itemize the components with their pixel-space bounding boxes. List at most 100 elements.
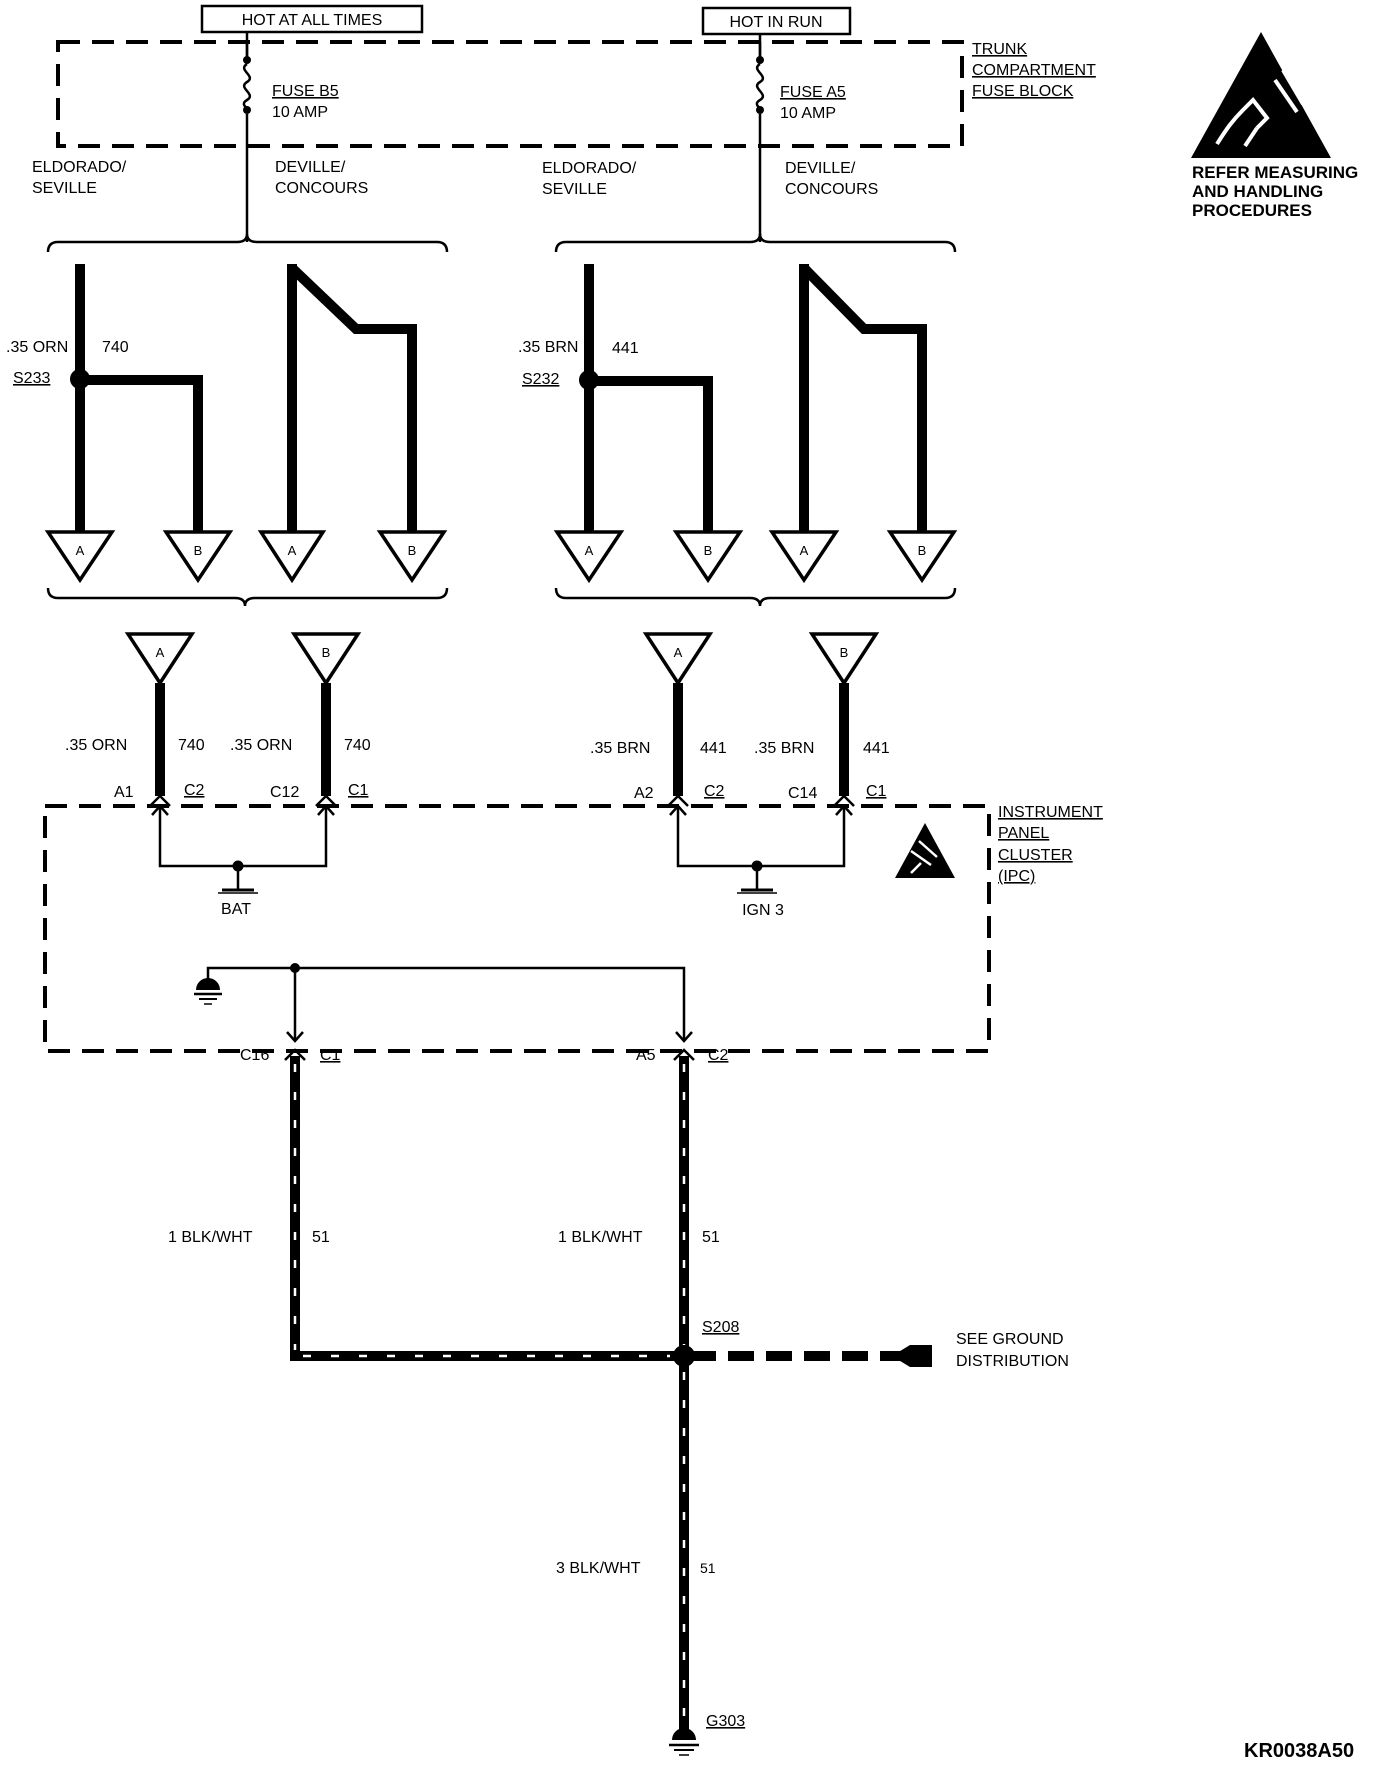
svg-text:B: B [408,543,417,558]
circuit-441-label-b: 441 [863,740,890,757]
option-bracket-bottom-left [46,587,449,607]
option-connector-b-2: B [376,530,448,584]
svg-text:B: B [840,645,849,660]
connector-c1-label-a: C1 [348,782,369,799]
ipc-ign3-circuit [669,804,853,894]
splice-s233-dot [70,369,90,389]
fuse-b5 [242,42,252,146]
fuse-b5-label: FUSE B5 [272,83,339,100]
ipc-ground-circuit [206,963,693,1043]
instrument-panel-cluster-box [43,804,991,1053]
ground-g303-label: G303 [706,1713,745,1730]
svg-text:A: A [288,543,297,558]
option-connector-a-2: A [257,530,327,584]
svg-text:B: B [322,645,331,660]
splice-s233-label: S233 [13,370,50,387]
concours-label-right: CONCOURS [785,181,878,198]
option-connector-a-3: A [553,530,625,584]
wire-label-35-orn-a: .35 ORN [65,737,127,754]
common-connector-a-right: A [642,632,714,687]
splice-s232-dot [579,370,599,390]
seville-label-left: SEVILLE [32,180,97,197]
option-bracket-top-left [46,233,449,253]
ipc-pin-chevrons-top [149,794,855,807]
esd-warning-icon-large [1191,32,1331,158]
pin-c14-label: C14 [788,785,817,802]
circuit-740-label-a: 740 [178,737,205,754]
circuit-51-label-a: 51 [312,1229,330,1246]
option-connector-b-1: B [162,530,234,584]
pin-c12-label: C12 [270,784,299,801]
ipc-label-2: PANEL [998,825,1049,842]
circuit-51-label-b: 51 [702,1229,720,1246]
fuse-a5-rating: 10 AMP [780,105,836,122]
circuit-441-label-a: 441 [700,740,727,757]
option-bracket-top-right [554,233,957,253]
hot-in-run-label: HOT IN RUN [729,14,822,31]
svg-text:A: A [800,543,809,558]
common-connector-b-left: B [290,632,362,687]
connector-c1-label-b: C1 [866,783,887,800]
wire-label-1-blkwht-b: 1 BLK/WHT [558,1229,643,1246]
ipc-label-4: (IPC) [998,868,1035,885]
pin-a5-label: A5 [636,1047,656,1064]
see-ground-distribution-arrow [690,1345,932,1367]
common-connector-a-left: A [124,632,196,687]
circuit-441-label-top: 441 [612,340,639,357]
circuit-740-label-b: 740 [344,737,371,754]
ipc-bat-circuit [151,804,335,894]
wire-label-35-brn-b: .35 BRN [754,740,814,757]
splice-s208-dot [673,1345,695,1367]
fuse-block-label-2: COMPARTMENT [972,62,1096,79]
ipc-feed-wires [155,683,849,796]
option-bracket-bottom-right [554,587,957,607]
pin-a2-label: A2 [634,785,654,802]
splice-s208-label: S208 [702,1319,739,1336]
bat-label: BAT [221,901,251,918]
connector-c1-label-c: C1 [320,1047,341,1064]
ground-g303-icon [669,1728,699,1756]
connector-c2-label-b: C2 [704,783,725,800]
fuse-block-label-1: TRUNK [972,41,1027,58]
circuit-740-label-top: 740 [102,339,129,356]
ground-wire-51-c16 [290,1056,680,1361]
esd-note-line-2: AND HANDLING [1192,182,1323,201]
hot-in-run-box [701,6,852,36]
svg-text:B: B [918,543,927,558]
circuit-51-label-c: 51 [700,1560,716,1576]
svg-text:A: A [585,543,594,558]
fuse-block-label-3: FUSE BLOCK [972,83,1074,100]
circuit-441-options [584,264,927,532]
deville-label-left-1: DEVILLE/ [275,159,346,176]
svg-text:B: B [704,543,713,558]
option-connector-b-4: B [886,530,958,584]
wire-label-35-orn-b: .35 ORN [230,737,292,754]
hot-at-all-times-label: HOT AT ALL TIMES [242,12,383,29]
concours-label-left: CONCOURS [275,180,368,197]
ground-icon [194,978,222,1005]
option-connector-a-4: A [768,530,840,584]
wire-label-35-orn-top: .35 ORN [6,339,68,356]
fuse-a5-label: FUSE A5 [780,84,846,101]
eldorado-label-right-1: ELDORADO/ [542,160,637,177]
pin-a1-label: A1 [114,784,134,801]
eldorado-label-left-1: ELDORADO/ [32,159,127,176]
wire-label-1-blkwht-a: 1 BLK/WHT [168,1229,253,1246]
svg-text:B: B [194,543,203,558]
circuit-740-options [75,264,417,532]
fuse-a5 [755,42,765,146]
connector-c2-label-a: C2 [184,782,205,799]
common-connector-b-right: B [808,632,880,687]
wire-label-35-brn-top: .35 BRN [518,339,578,356]
esd-note-line-3: PROCEDURES [1192,201,1312,220]
wire-label-3-blkwht: 3 BLK/WHT [556,1560,641,1577]
splice-s232-label: S232 [522,371,559,388]
hot-at-all-times-box [200,4,424,34]
connector-c2-label-c: C2 [708,1047,729,1064]
esd-note-line-1: REFER MEASURING [1192,163,1358,182]
deville-label-right-1: DEVILLE/ [785,160,856,177]
svg-text:A: A [76,543,85,558]
trunk-fuse-block [56,40,964,148]
svg-text:A: A [156,645,165,660]
